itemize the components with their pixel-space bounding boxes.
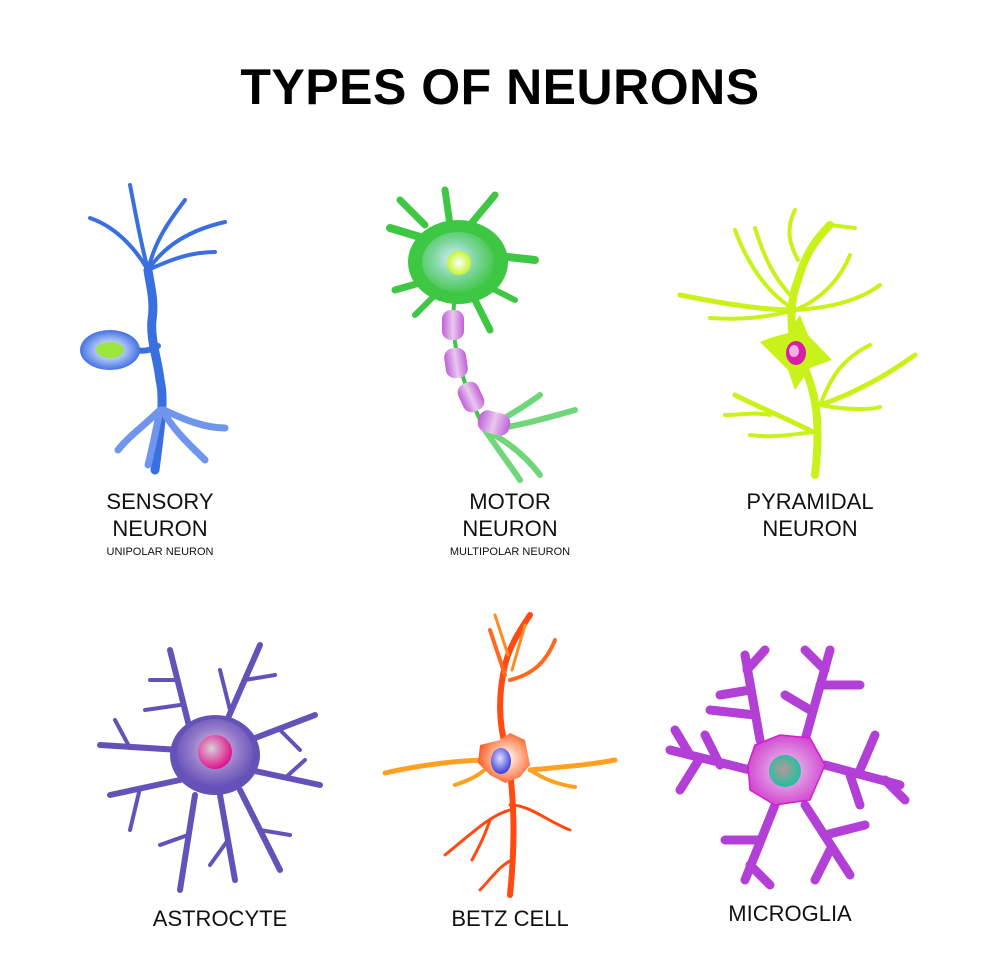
sensory-neuron-subtitle: UNIPOLAR NEURON — [106, 546, 214, 558]
astrocyte-figure — [80, 630, 340, 900]
microglia-figure — [650, 640, 920, 900]
betz-cell-label: BETZ CELL — [400, 905, 620, 932]
motor-neuron-name-2: NEURON — [462, 516, 558, 541]
betz-cell-illustration — [382, 612, 618, 898]
astrocyte-illustration — [97, 642, 323, 893]
pyramidal-neuron-label: PYRAMIDAL NEURON — [700, 488, 920, 542]
betz-cell-name: BETZ CELL — [451, 906, 569, 931]
astrocyte-label: ASTROCYTE — [110, 905, 330, 932]
motor-neuron-name-1: MOTOR — [469, 489, 551, 514]
sensory-neuron-name-1: SENSORY — [106, 489, 214, 514]
page-title: TYPES OF NEURONS — [240, 59, 760, 115]
motor-neuron-subtitle: MULTIPOLAR NEURON — [449, 546, 571, 558]
motor-neuron-illustration — [386, 186, 578, 483]
astrocyte-name: ASTROCYTE — [152, 906, 288, 931]
motor-neuron-figure — [370, 180, 600, 483]
pyramidal-neuron-figure — [670, 200, 930, 480]
pyramidal-neuron-illustration — [677, 208, 918, 479]
sensory-neuron-label: SENSORY NEURON UNIPOLAR NEURON — [60, 488, 260, 560]
pyramidal-neuron-name-1: PYRAMIDAL — [746, 489, 874, 514]
motor-neuron-label: MOTOR NEURON MULTIPOLAR NEURON — [420, 488, 600, 560]
sensory-neuron-illustration — [80, 183, 229, 475]
microglia-name: MICROGLIA — [728, 901, 852, 926]
pyramidal-neuron-name-2: NEURON — [762, 516, 858, 541]
sensory-neuron-name-2: NEURON — [112, 516, 208, 541]
microglia-illustration — [665, 645, 910, 890]
microglia-label: MICROGLIA — [690, 900, 890, 927]
betz-cell-figure — [380, 605, 620, 900]
sensory-neuron-figure — [60, 170, 260, 475]
